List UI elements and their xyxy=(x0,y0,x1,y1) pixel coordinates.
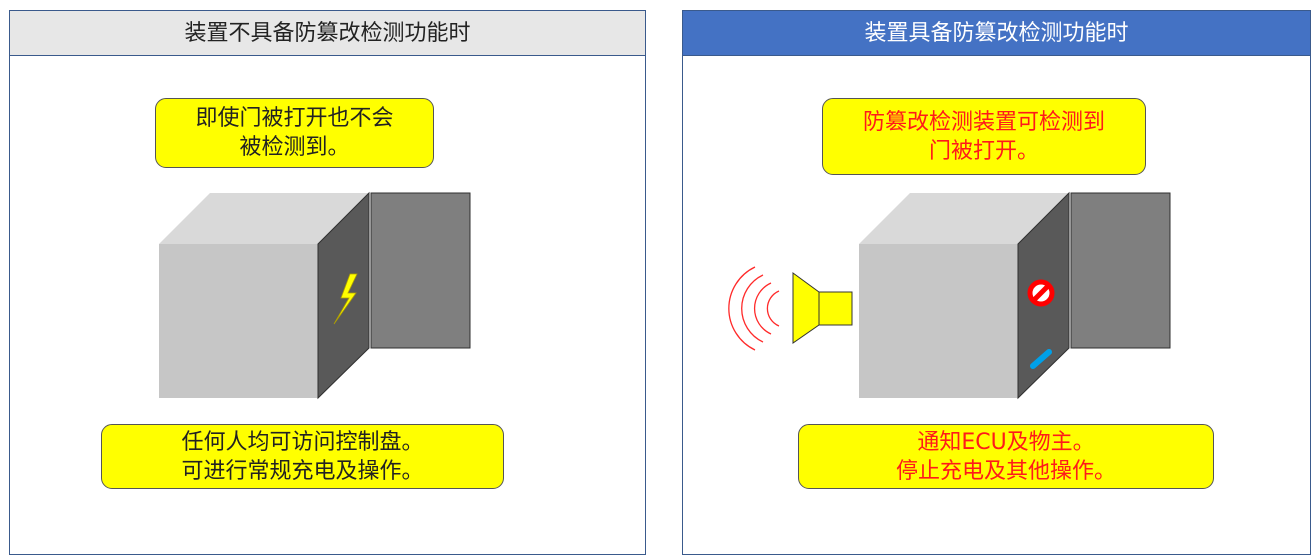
cabinet-front xyxy=(159,244,318,398)
sensor-icon xyxy=(1030,349,1052,369)
callout-bottom-left: 任何人均可访问控制盘。 可进行常规充电及操作。 xyxy=(101,424,504,489)
callout-top-right: 防篡改检测装置可检测到 门被打开。 xyxy=(822,98,1146,175)
panel-without-detection: 装置不具备防篡改检测功能时 即使门被打开也不会 被检测到。 任何人均可访问控制盘… xyxy=(9,10,646,555)
speaker-icon xyxy=(792,272,853,344)
cabinet-top xyxy=(859,193,1069,244)
callout-text-line: 防篡改检测装置可检测到 xyxy=(862,109,1105,135)
callout-bottom-right: 通知ECU及物主。 停止充电及其他操作。 xyxy=(798,424,1214,489)
cabinet-front xyxy=(859,244,1018,398)
callout-text-line: 门被打开。 xyxy=(928,138,1039,164)
lightning-icon xyxy=(333,273,358,325)
open-door xyxy=(1070,192,1171,349)
panel-header-right: 装置具备防篡改检测功能时 xyxy=(683,11,1310,56)
callout-text-line: 停止充电及其他操作。 xyxy=(895,458,1116,484)
callout-text-line: 被检测到。 xyxy=(239,135,350,160)
callout-text-line: 可进行常规充电及操作。 xyxy=(181,458,424,484)
cabinet-illustration-right xyxy=(728,191,1171,400)
panel-with-detection: 装置具备防篡改检测功能时 防篡改检测装置可检测到 门 xyxy=(682,10,1311,555)
callout-text-line: 即使门被打开也不会 xyxy=(195,106,394,131)
panel-header-left: 装置不具备防篡改检测功能时 xyxy=(10,11,645,56)
callout-text-line: 任何人均可访问控制盘。 xyxy=(181,429,424,455)
callout-text-line: 通知ECU及物主。 xyxy=(917,429,1095,455)
cabinet-top xyxy=(159,193,369,244)
open-door xyxy=(370,192,471,349)
no-entry-icon xyxy=(1027,279,1055,307)
cabinet-illustration-left xyxy=(159,191,471,400)
callout-top-left: 即使门被打开也不会 被检测到。 xyxy=(155,98,434,168)
sound-waves-icon xyxy=(728,266,780,351)
